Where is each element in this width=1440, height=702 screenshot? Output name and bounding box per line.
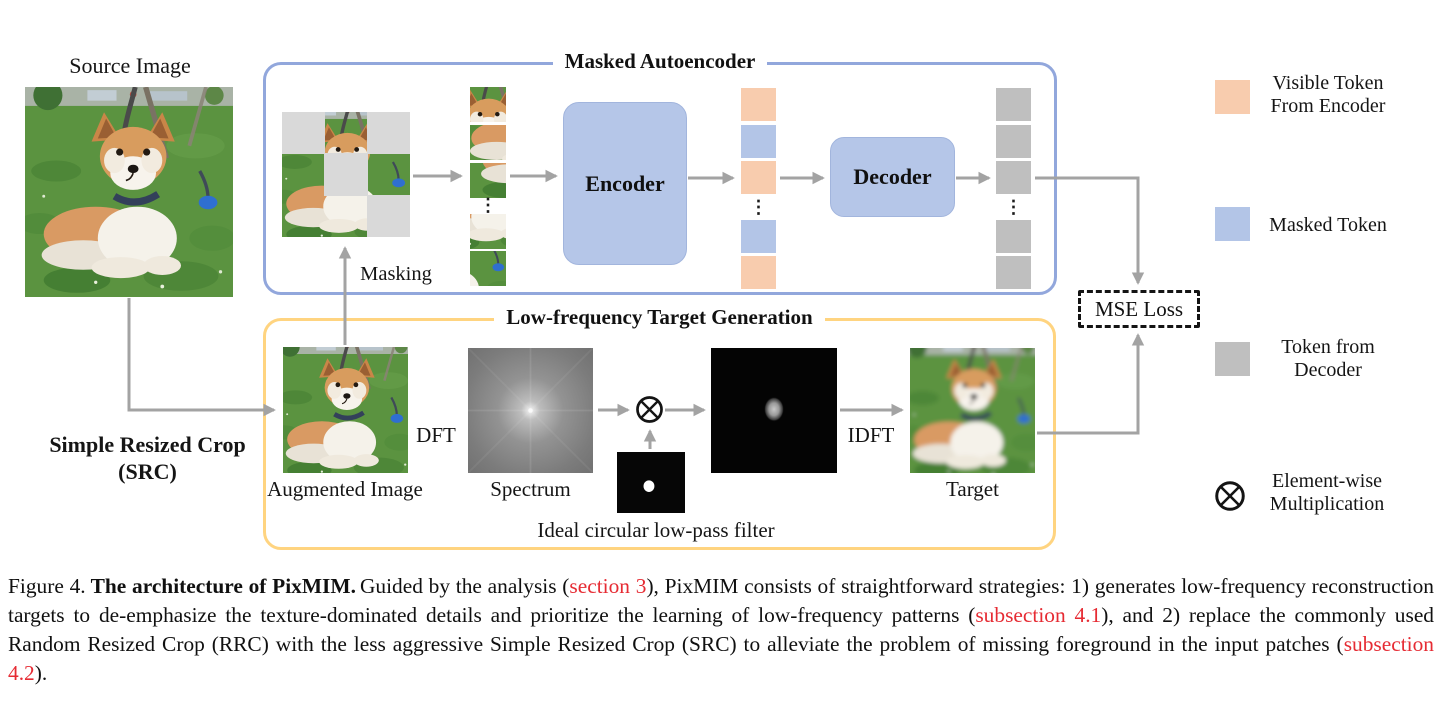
source-image-label: Source Image xyxy=(69,53,191,78)
legend-decoder-token-line1: Token from xyxy=(1281,336,1375,358)
caption-figure-number: Figure 4. xyxy=(8,574,86,598)
augmented-image xyxy=(283,347,408,473)
legend-elementwise-line2: Multiplication xyxy=(1269,493,1385,515)
filtered-spectrum-image xyxy=(711,348,837,473)
caption-text-2: ), PixMIM consists of straightforward st… xyxy=(8,574,1434,627)
token-ellipsis: ⋮ xyxy=(1004,196,1023,217)
legend-elementwise-line1: Element-wise xyxy=(1272,470,1382,492)
token-masked xyxy=(741,219,776,253)
legend-visible-token-line1: Visible Token xyxy=(1272,72,1384,94)
legend-masked-token-swatch xyxy=(1215,207,1250,241)
token-visible xyxy=(741,88,776,121)
legend-masked-token-label: Masked Token xyxy=(1269,214,1387,236)
idft-label: IDFT xyxy=(847,423,895,447)
src-label-line2: (SRC) xyxy=(118,459,177,484)
legend-decoder-token-label: Token from Decoder xyxy=(1256,336,1400,382)
legend-decoder-token-line2: Decoder xyxy=(1294,359,1362,381)
patch-paw xyxy=(470,214,506,249)
patch-head xyxy=(470,87,506,122)
token-visible xyxy=(741,256,776,289)
legend-decoder-token-swatch xyxy=(1215,342,1250,376)
figure-caption: Figure 4.The architecture of PixMIM.Guid… xyxy=(8,572,1434,688)
legend-visible-token-swatch xyxy=(1215,80,1250,114)
masked-image xyxy=(282,112,410,237)
patch-grass xyxy=(470,163,506,198)
low-frequency-panel: Low-frequency Target Generation xyxy=(263,305,1056,550)
arrow-source-to-augmented xyxy=(127,298,276,417)
legend-otimes-icon xyxy=(1215,481,1245,511)
patch-ellipsis: ⋮ xyxy=(479,195,497,215)
masked-autoencoder-panel: Masked Autoencoder xyxy=(263,49,1057,295)
low-frequency-title-text: Low-frequency Target Generation xyxy=(494,305,825,329)
mask-cell xyxy=(366,112,410,155)
patch-collar xyxy=(470,251,506,286)
spectrum-label: Spectrum xyxy=(490,477,571,501)
token-visible xyxy=(741,161,776,194)
mask-cell xyxy=(282,112,326,155)
legend-visible-token-label: Visible Token From Encoder xyxy=(1256,72,1400,118)
token-decoder xyxy=(996,88,1031,121)
legend-visible-token-line2: From Encoder xyxy=(1270,95,1386,117)
source-image xyxy=(25,87,233,297)
decoder-output-tokens: ⋮ xyxy=(996,88,1031,293)
caption-link-subsection41[interactable]: subsection 4.1 xyxy=(975,603,1102,627)
caption-text-4: ). xyxy=(34,661,48,685)
token-decoder xyxy=(996,124,1031,158)
target-label: Target xyxy=(946,477,999,501)
mse-loss-box: MSE Loss xyxy=(1078,290,1200,328)
low-pass-filter-image xyxy=(617,452,685,513)
spectrum-image xyxy=(468,348,593,473)
low-pass-filter-label: Ideal circular low-pass filter xyxy=(537,518,775,542)
decoder-block: Decoder xyxy=(830,137,955,217)
encoder-block: Encoder xyxy=(563,102,687,265)
masked-autoencoder-title-text: Masked Autoencoder xyxy=(552,49,768,73)
masking-label: Masking xyxy=(360,263,432,285)
token-decoder xyxy=(996,219,1031,253)
src-label-line1: Simple Resized Crop xyxy=(49,432,246,457)
legend-elementwise-label: Element-wise Multiplication xyxy=(1252,470,1402,516)
token-decoder xyxy=(996,256,1031,289)
caption-link-subsection42[interactable]: subsection 4.2 xyxy=(8,632,1434,685)
token-ellipsis: ⋮ xyxy=(749,196,768,217)
mse-loss-label: MSE Loss xyxy=(1094,296,1184,321)
caption-text-1: Guided by the analysis ( xyxy=(359,574,570,598)
patch-fur xyxy=(470,125,506,160)
low-frequency-title: Low-frequency Target Generation xyxy=(266,305,1053,330)
mask-cell xyxy=(324,153,368,196)
simple-resized-crop-label: Simple Resized Crop (SRC) xyxy=(35,431,260,485)
dft-label: DFT xyxy=(416,423,456,447)
caption-title: The architecture of PixMIM. xyxy=(90,574,356,598)
caption-text-3: ), and 2) replace the commonly used Rand… xyxy=(8,603,1435,656)
otimes-node-icon xyxy=(636,396,663,423)
target-image xyxy=(910,348,1035,473)
augmented-image-label: Augmented Image xyxy=(267,477,423,501)
mask-cell xyxy=(366,194,410,237)
token-masked xyxy=(741,124,776,158)
token-decoder xyxy=(996,161,1031,194)
caption-link-section3[interactable]: section 3 xyxy=(569,574,647,598)
masked-autoencoder-title: Masked Autoencoder xyxy=(266,49,1054,74)
encoder-output-tokens: ⋮ xyxy=(741,88,776,293)
